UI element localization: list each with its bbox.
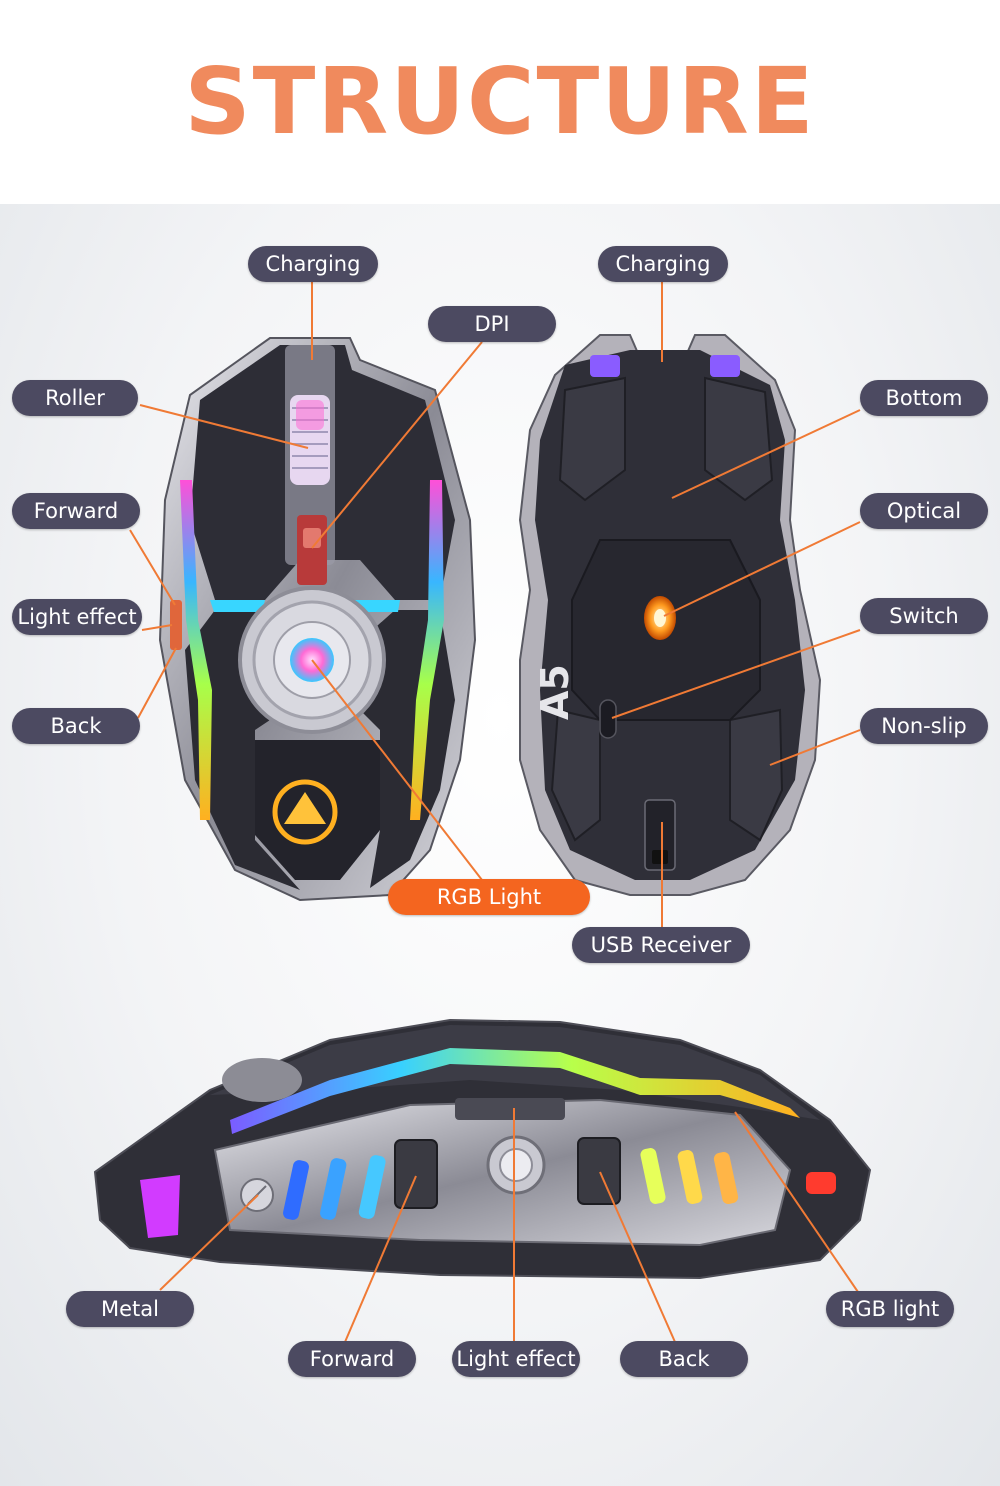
- label-light-effect-side: Light effect: [452, 1341, 580, 1377]
- label-metal: Metal: [66, 1291, 194, 1327]
- label-roller: Roller: [12, 380, 138, 416]
- label-back-top: Back: [12, 708, 140, 744]
- page-title: STRUCTURE: [184, 48, 816, 155]
- label-switch: Switch: [860, 598, 988, 634]
- label-optical: Optical: [860, 493, 988, 529]
- label-forward-top: Forward: [12, 493, 140, 529]
- label-back-side: Back: [620, 1341, 748, 1377]
- label-light-effect-top: Light effect: [12, 599, 142, 635]
- leader-lines: [129, 282, 861, 1343]
- label-non-slip: Non-slip: [860, 708, 988, 744]
- label-usb-receiver: USB Receiver: [572, 927, 750, 963]
- label-forward-side: Forward: [288, 1341, 416, 1377]
- model-text: A5: [533, 664, 577, 720]
- mouse-side-view: [93, 1018, 872, 1280]
- label-rgb-light-top: RGB Light: [388, 879, 590, 915]
- mouse-bottom-view: A5: [518, 334, 822, 896]
- label-charging-top: Charging: [248, 246, 378, 282]
- mouse-top-view: [158, 337, 477, 902]
- label-dpi: DPI: [428, 306, 556, 342]
- label-rgb-light-side: RGB light: [826, 1291, 954, 1327]
- label-charging-bottom: Charging: [598, 246, 728, 282]
- label-bottom: Bottom: [860, 380, 988, 416]
